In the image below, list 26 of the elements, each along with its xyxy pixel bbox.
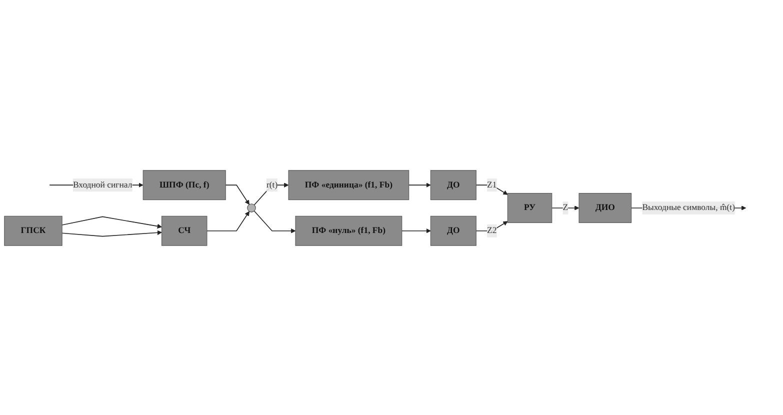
edge-label: Z1: [487, 180, 497, 189]
edge-label: Z2: [487, 225, 497, 235]
arrow: [476, 184, 508, 194]
arrow: [476, 220, 508, 231]
node-circle: [247, 203, 256, 212]
node-box: ДО: [430, 170, 476, 200]
arrow: [254, 210, 296, 233]
arrow: [408, 182, 431, 187]
node-box: ПФ «единица» (f1, Fb): [288, 170, 410, 200]
arrow: [62, 216, 162, 228]
arrow: [551, 205, 580, 210]
node-box: ШПФ (Пс, f): [142, 170, 226, 200]
arrow: [206, 210, 250, 231]
arrow: [401, 228, 431, 233]
arrow: [225, 184, 250, 204]
edge-label: r(t): [266, 180, 278, 189]
arrow: [62, 230, 162, 236]
edge-label: Выходные символы, m̂(t): [642, 202, 735, 212]
node-box: ДИО: [578, 192, 632, 222]
node-box: СЧ: [161, 215, 208, 246]
node-box: ГПСК: [4, 215, 62, 246]
edge-label: Z: [562, 202, 568, 212]
edge-label: Входной сигнал: [72, 180, 132, 189]
node-box: ДО: [430, 215, 476, 246]
node-box: ПФ «нуль» (f1, Fb): [295, 215, 402, 246]
node-box: РУ: [507, 192, 552, 222]
